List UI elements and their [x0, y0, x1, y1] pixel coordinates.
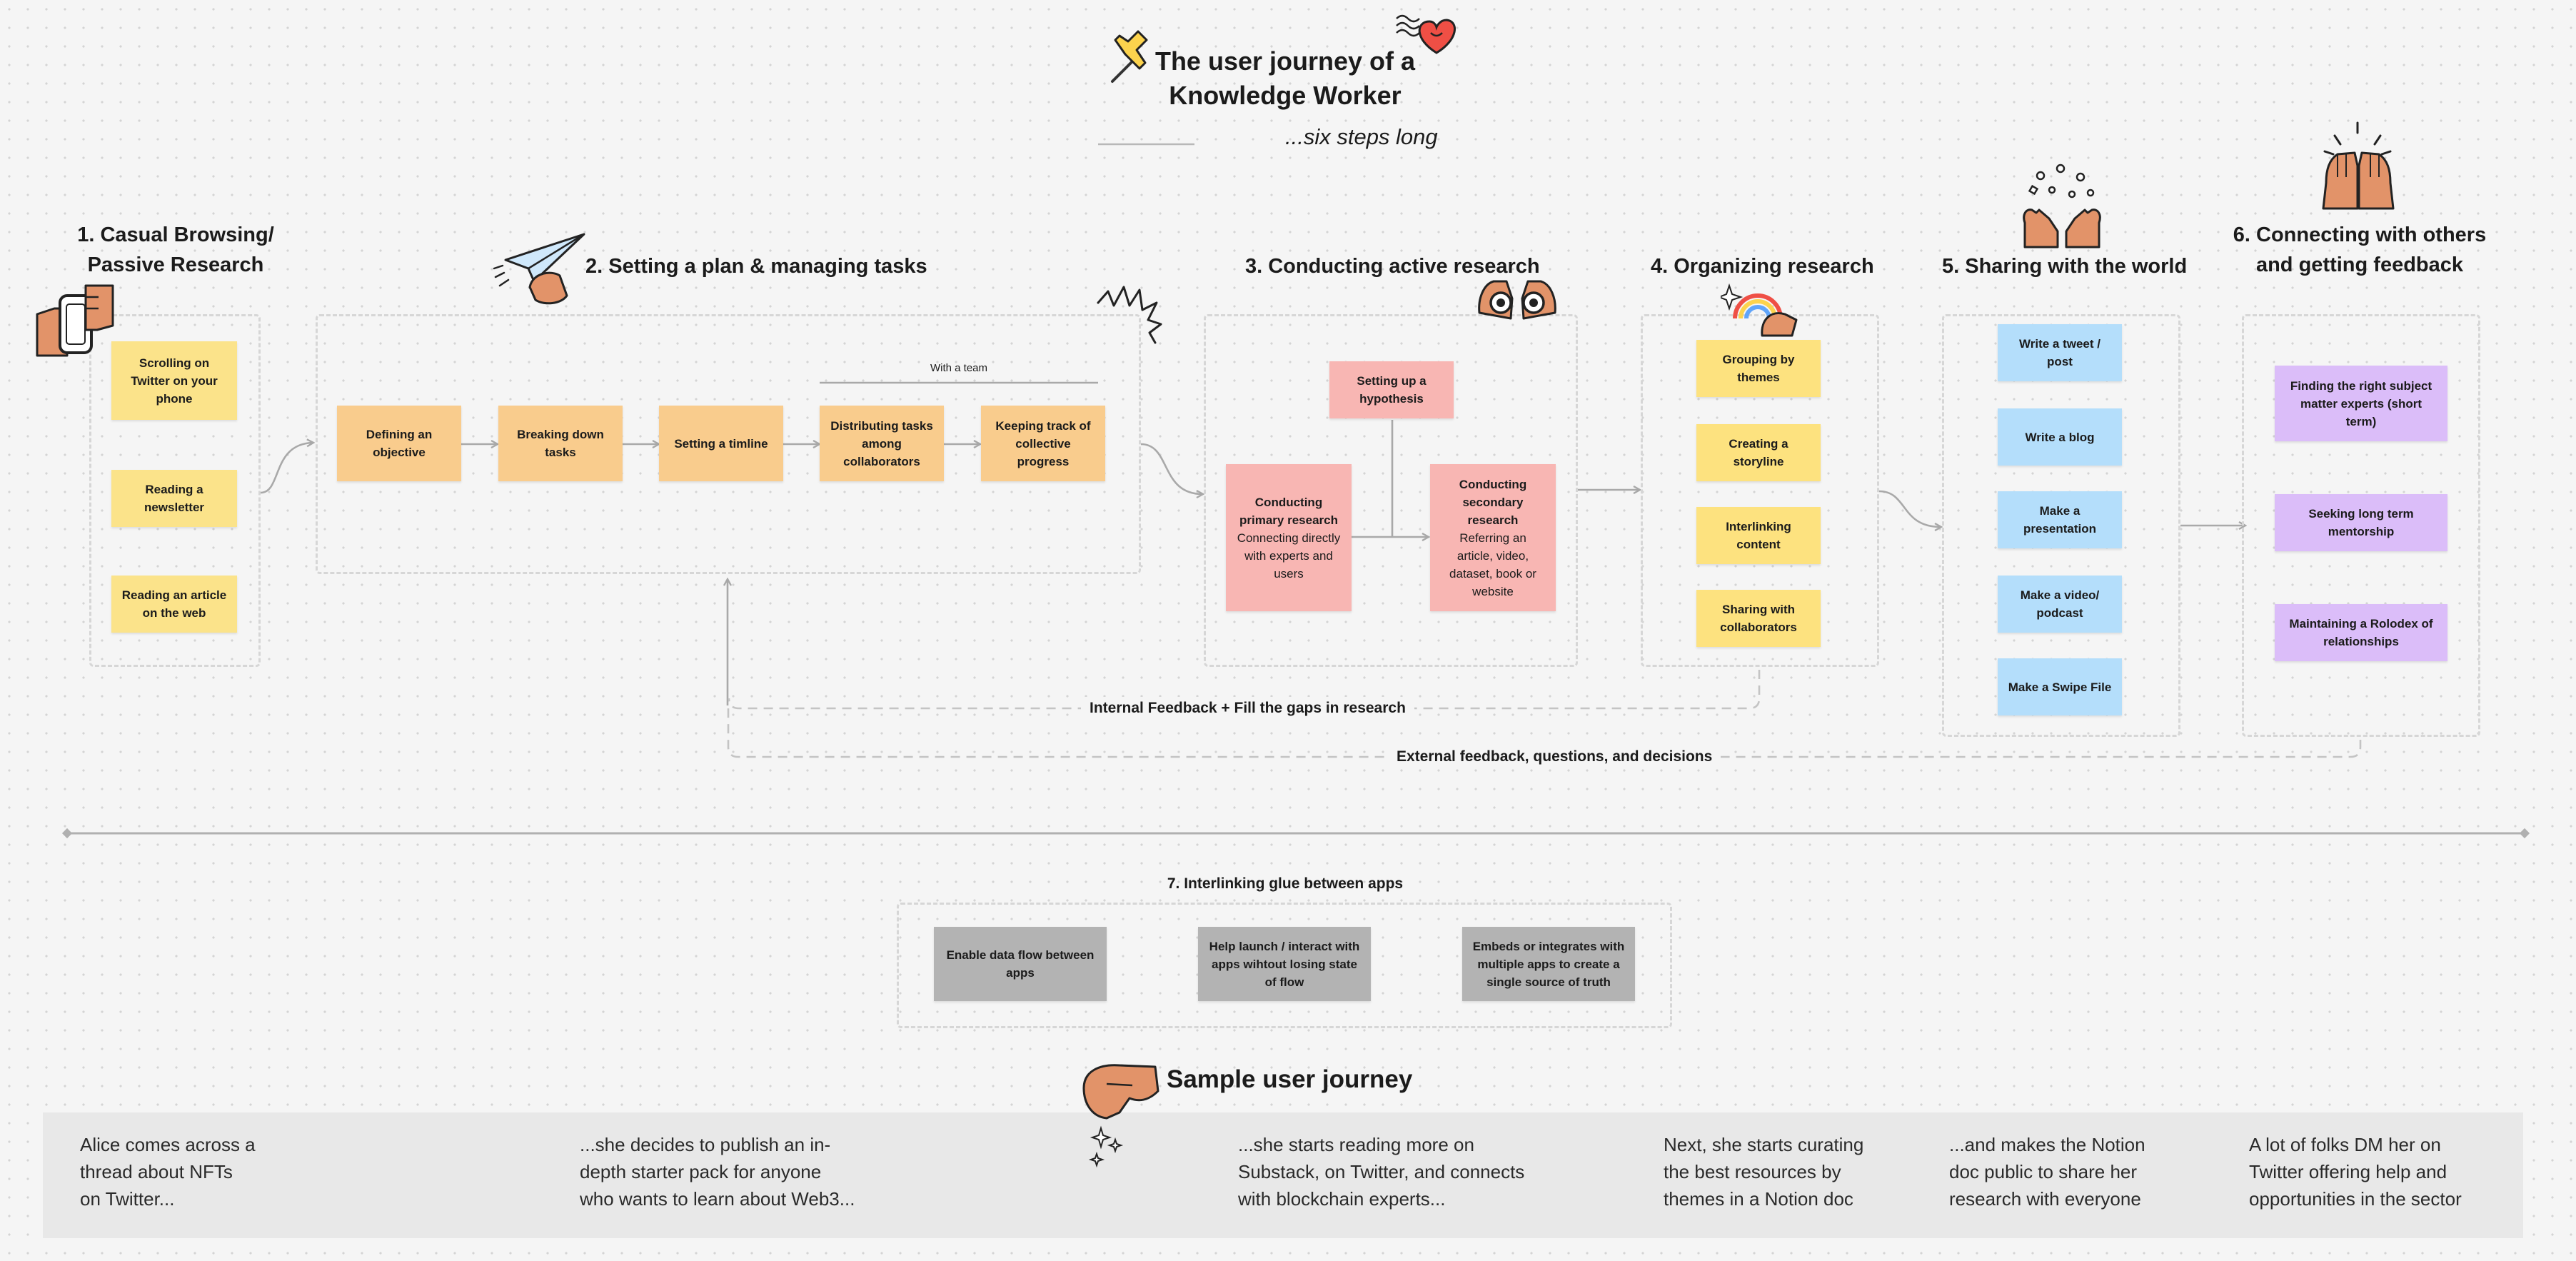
sticky-note[interactable]: Conducting primary research Connecting d… — [1226, 464, 1352, 611]
sticky-note[interactable]: Distributing tasks among collaborators — [820, 406, 944, 481]
sticky-note[interactable]: Defining an objective — [337, 406, 461, 481]
sample-journey-title: Sample user journey — [1167, 1065, 1413, 1093]
sticky-note[interactable]: Reading an article on the web — [111, 576, 237, 633]
team-label: With a team — [930, 362, 988, 374]
step-4-frame — [1641, 314, 1879, 667]
rainbow-hand-icon — [1721, 283, 1798, 337]
sticky-note[interactable]: Finding the right subject matter experts… — [2275, 366, 2447, 441]
page-title: The user journey of a Knowledge Worker — [1154, 46, 1416, 110]
step-5-frame — [1942, 314, 2180, 737]
internal-feedback-label: Internal Feedback + Fill the gaps in res… — [1081, 697, 1414, 720]
pushpin-icon — [1111, 30, 1148, 83]
sticky-note[interactable]: Keeping track of collective progress — [981, 406, 1105, 481]
sticky-note[interactable]: Setting a timline — [659, 406, 783, 481]
sticky-note[interactable]: Help launch / interact with apps wihtout… — [1198, 927, 1371, 1001]
sticky-note[interactable]: Embeds or integrates with multiple apps … — [1462, 927, 1635, 1001]
external-feedback-label: External feedback, questions, and decisi… — [1388, 745, 1721, 768]
sticky-note[interactable]: Reading a newsletter — [111, 470, 237, 527]
note-description: Connecting directly with experts and use… — [1237, 531, 1341, 581]
sticky-note[interactable]: Setting up a hypothesis — [1329, 361, 1454, 418]
sticky-note[interactable]: Grouping by themes — [1696, 340, 1821, 397]
heart-sticker-icon — [1396, 14, 1456, 54]
sticky-note[interactable]: Write a tweet / post — [1998, 324, 2122, 381]
glue-frame — [897, 903, 1672, 1028]
paper-plane-hand-icon — [493, 233, 585, 305]
cupped-hands-icon — [2023, 164, 2101, 248]
step-5-title: 5. Sharing with the world — [1942, 255, 2188, 278]
step-2-frame — [316, 314, 1141, 574]
section-divider — [61, 828, 2530, 839]
high-five-icon — [2322, 121, 2395, 210]
step-3-title: 3. Conducting active research — [1245, 255, 1540, 278]
step-1-title: 1. Casual Browsing/Passive Research — [77, 223, 274, 276]
step-2-title: 2. Setting a plan & managing tasks — [585, 255, 927, 278]
note-description: Referring an article, video, dataset, bo… — [1449, 531, 1536, 598]
note-title: Conducting secondary research — [1459, 477, 1527, 527]
journey-story: ...she decides to publish an in-depth st… — [580, 1134, 855, 1210]
pinching-hand-icon — [1082, 1064, 1159, 1168]
step-4-title: 4. Organizing research — [1651, 255, 1874, 278]
note-title: Conducting primary research — [1239, 495, 1338, 527]
sticky-note[interactable]: Interlinking content — [1696, 507, 1821, 564]
phone-hands-icon — [36, 284, 114, 357]
sticky-note[interactable]: Make a Swipe File — [1998, 658, 2122, 715]
sticky-note[interactable]: Maintaining a Rolodex of relationships — [2275, 604, 2447, 661]
sticky-note[interactable]: Enable data flow between apps — [934, 927, 1107, 1001]
sticky-note[interactable]: Make a presentation — [1998, 491, 2122, 548]
glue-title: 7. Interlinking glue between apps — [1167, 875, 1404, 892]
sticky-note[interactable]: Seeking long term mentorship — [2275, 494, 2447, 551]
step-6-frame — [2242, 314, 2480, 737]
sticky-note[interactable]: Make a video/ podcast — [1998, 576, 2122, 633]
sticky-note[interactable]: Creating a storyline — [1696, 424, 1821, 481]
binoculars-icon — [1478, 280, 1556, 320]
step-1-frame — [89, 314, 261, 667]
sticky-note[interactable]: Sharing with collaborators — [1696, 590, 1821, 647]
sample-journey-panel — [43, 1112, 2523, 1238]
step-3-frame — [1204, 314, 1578, 667]
page-subtitle: ...six steps long — [1285, 124, 1438, 149]
sticky-note[interactable]: Conducting secondary research Referring … — [1430, 464, 1556, 611]
sticky-note[interactable]: Scrolling on Twitter on your phone — [111, 341, 237, 420]
sticky-note[interactable]: Breaking down tasks — [498, 406, 623, 481]
sticky-note[interactable]: Write a blog — [1998, 408, 2122, 466]
scribble-icon — [1097, 286, 1162, 344]
